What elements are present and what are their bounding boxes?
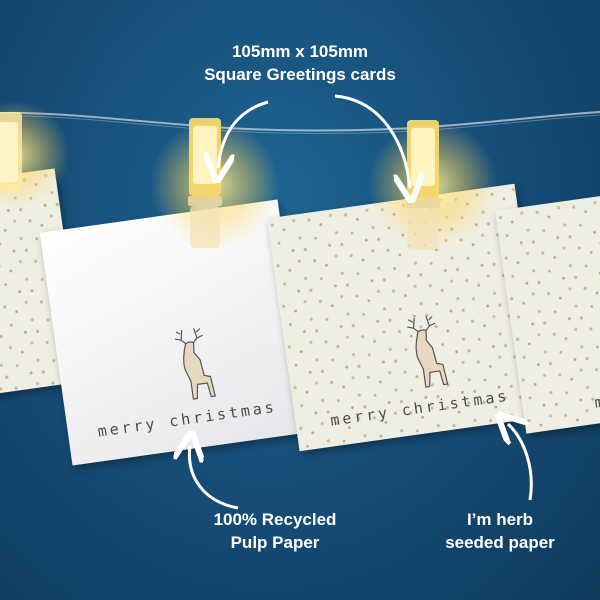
reindeer-illustration-icon [174,328,216,400]
size-label-line2: Square Greetings cards [204,65,396,84]
recycled-label: 100% Recycled Pulp Paper [190,508,360,554]
arrow-icon [334,94,410,188]
seeded-label: I’m herb seeded paper [420,508,580,554]
arrow-icon [218,100,269,168]
seeded-label-line1: I’m herb [466,510,534,529]
herb-seeded-card: merry christmas [266,183,548,452]
recycled-label-line2: Pulp Paper [230,533,320,552]
recycled-label-line1: 100% Recycled [213,510,337,529]
recycled-pulp-card: merry christmas [39,199,311,466]
fairy-light-clip-icon [0,112,22,192]
size-label: 105mm x 105mm Square Greetings cards [170,40,430,86]
size-label-line1: 105mm x 105mm [231,42,369,61]
reindeer-illustration-icon [407,316,449,388]
arrow-icon [508,424,533,501]
arrow-icon [189,446,239,510]
seeded-label-line2: seeded paper [445,533,555,552]
